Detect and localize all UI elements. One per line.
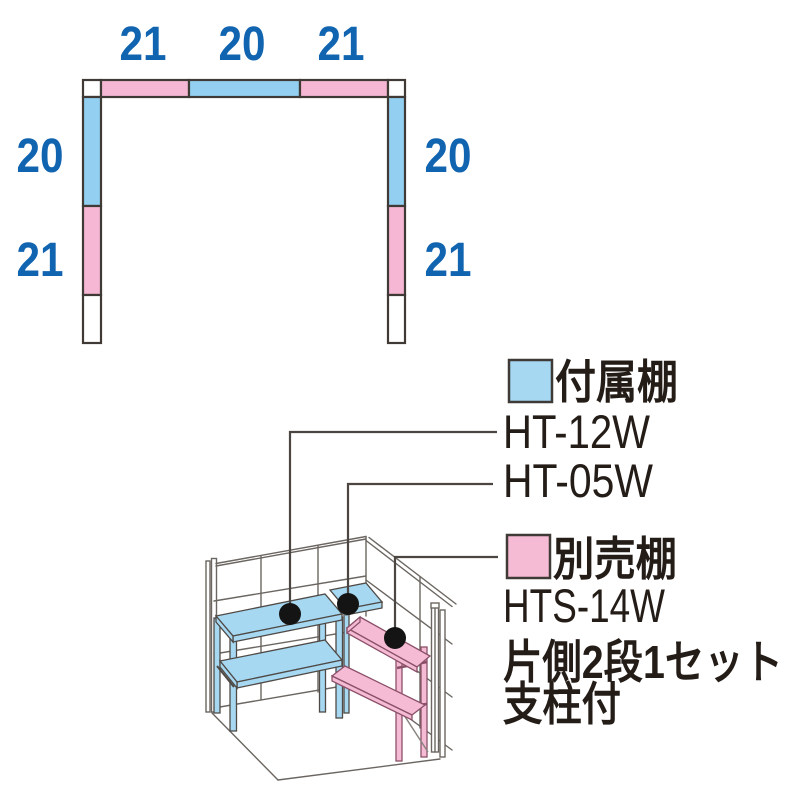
shelf-leg	[213, 617, 221, 714]
optional-shelf-title: 別売棚	[553, 533, 677, 585]
plan-left-optional-shelf	[81, 204, 103, 297]
plan-top-optional-shelf-right	[298, 78, 390, 99]
included-model-ht05w: HT-05W	[503, 454, 654, 507]
plan-dim-right-lower: 21	[425, 234, 472, 287]
plan-dim-top-left: 21	[120, 18, 167, 71]
right-wall-front-edge	[430, 602, 446, 758]
included-shelf-title: 付属棚	[555, 356, 678, 408]
optional-note-set: 片側2段1セット	[503, 636, 783, 688]
plan-corner-right	[386, 78, 407, 99]
included-model-ht12w: HT-12W	[503, 405, 651, 458]
plan-left-empty	[81, 293, 103, 345]
isometric-shed	[205, 430, 498, 781]
optional-note-support: 支柱付	[503, 678, 621, 730]
floor-plan: 21 20 21 20 21 20 21	[17, 18, 472, 345]
callout-dot-ht05w	[337, 593, 359, 615]
callout-dot-ht12w	[279, 603, 301, 625]
floor-edge	[211, 712, 279, 781]
plan-top-included-shelf	[187, 78, 302, 99]
plan-right-empty	[386, 293, 407, 345]
leader-ht05w	[346, 482, 493, 604]
optional-model-hts14w: HTS-14W	[503, 579, 665, 632]
callout-leaders	[279, 430, 498, 649]
plan-corner-left	[81, 78, 103, 99]
plan-dim-top-center: 20	[219, 18, 266, 71]
plan-top-optional-shelf-left	[99, 78, 191, 99]
plan-left-included-shelf	[81, 95, 103, 208]
plan-dim-left-lower: 21	[17, 234, 64, 287]
optional-shelf-swatch	[505, 533, 552, 580]
included-shelf-ht12w	[213, 593, 350, 732]
leader-ht12w	[288, 430, 497, 614]
callout-dot-hts14w	[384, 627, 406, 649]
plan-dim-right-upper: 20	[425, 130, 472, 183]
included-shelf-swatch	[507, 358, 554, 404]
legend: 付属棚 HT-12W HT-05W 別売棚 HTS-14W 片側2段1セット 支…	[503, 356, 783, 730]
plan-dim-top-right: 21	[318, 18, 365, 71]
left-wall-post	[205, 560, 211, 713]
plan-right-optional-shelf	[386, 204, 407, 297]
plan-dim-left-upper: 20	[17, 130, 64, 183]
shelf-leg	[420, 646, 428, 758]
leader-hts14w	[393, 555, 498, 638]
floor-edge	[277, 758, 441, 781]
plan-right-included-shelf	[386, 95, 407, 208]
shelf-leg	[343, 609, 350, 714]
